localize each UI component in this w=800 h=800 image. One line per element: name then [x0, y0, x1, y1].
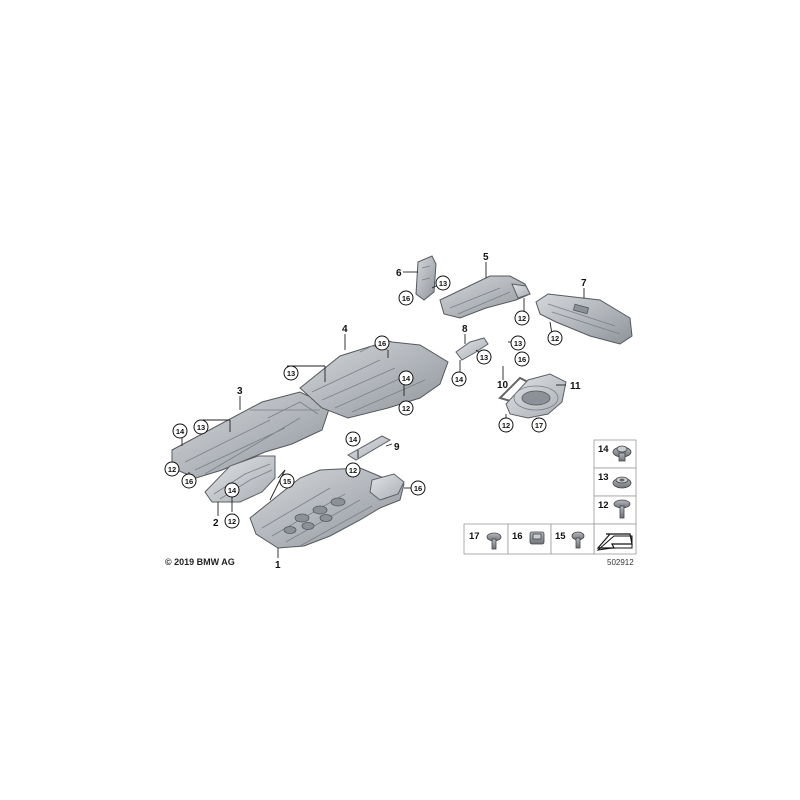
svg-text:16: 16 — [402, 294, 410, 303]
svg-text:17: 17 — [535, 421, 543, 430]
callout-4: 4 — [342, 324, 348, 335]
subcallout-15-part1: 15 — [279, 473, 295, 489]
svg-text:16: 16 — [512, 531, 523, 542]
svg-text:12: 12 — [551, 334, 559, 343]
legend-item-14: 14 — [598, 444, 632, 462]
legend-item-16: 16 — [512, 531, 545, 545]
subcallout-13-part10: 13 — [510, 335, 526, 351]
subcallout-14-part3: 14 — [172, 423, 188, 439]
subcallout-14-part9: 14 — [345, 431, 361, 447]
svg-text:12: 12 — [598, 500, 609, 511]
subcallout-12-part4: 12 — [398, 400, 414, 416]
circled-fastener-callouts: 16 13 14 12 13 14 12 — [164, 275, 563, 529]
svg-text:12: 12 — [228, 517, 236, 526]
callout-6: 6 — [396, 268, 402, 279]
svg-text:14: 14 — [176, 427, 185, 436]
part-8-bracket — [455, 337, 489, 361]
part-5-rear-panel-upper — [439, 275, 531, 319]
svg-text:14: 14 — [228, 486, 237, 495]
part-4-underbody-panel-center — [299, 337, 449, 419]
callout-5: 5 — [483, 252, 489, 263]
callout-3: 3 — [237, 386, 243, 397]
svg-text:13: 13 — [598, 472, 609, 483]
subcallout-16-part6: 16 — [398, 290, 414, 306]
svg-text:12: 12 — [349, 466, 357, 475]
part-11-round-cover — [505, 373, 567, 419]
diagram-number: 502912 — [607, 558, 634, 567]
svg-text:12: 12 — [402, 404, 410, 413]
callout-10: 10 — [497, 380, 509, 391]
svg-text:16: 16 — [378, 339, 386, 348]
subcallout-12-part5: 12 — [514, 310, 530, 326]
legend-item-15: 15 — [555, 531, 585, 549]
subcallout-13-part3: 13 — [193, 419, 209, 435]
svg-text:14: 14 — [402, 374, 411, 383]
subcallout-14-part2: 14 — [224, 482, 240, 498]
subcallout-16-part4: 16 — [374, 335, 390, 351]
svg-text:12: 12 — [502, 421, 510, 430]
svg-text:13: 13 — [439, 279, 447, 288]
callout-11: 11 — [570, 381, 581, 392]
subcallout-13-part8: 13 — [476, 349, 492, 365]
svg-text:17: 17 — [469, 531, 480, 542]
svg-text:16: 16 — [518, 355, 526, 364]
subcallout-14-part8: 14 — [451, 371, 467, 387]
subcallout-12-part9: 12 — [345, 462, 361, 478]
callout-8: 8 — [462, 324, 468, 335]
legend-item-12: 12 — [598, 499, 631, 519]
svg-text:15: 15 — [283, 477, 291, 486]
subcallout-16-part3: 16 — [181, 473, 197, 489]
subcallout-14-part4: 14 — [398, 370, 414, 386]
svg-text:13: 13 — [287, 369, 295, 378]
part-6-vertical-bracket — [415, 255, 437, 301]
subcallout-12-part2: 12 — [224, 513, 240, 529]
svg-text:15: 15 — [555, 531, 566, 542]
legend-item-17: 17 — [469, 531, 502, 550]
subcallout-13-part6: 13 — [435, 275, 451, 291]
copyright-notice: © 2019 BMW AG — [165, 557, 235, 567]
svg-text:12: 12 — [168, 465, 176, 474]
svg-text:13: 13 — [514, 339, 522, 348]
svg-text:14: 14 — [598, 444, 609, 455]
subcallout-17-part11: 17 — [531, 417, 547, 433]
subcallout-16-part10: 16 — [514, 351, 530, 367]
svg-text:12: 12 — [518, 314, 526, 323]
callout-1: 1 — [275, 560, 281, 571]
svg-text:14: 14 — [455, 375, 464, 384]
subcallout-12-part3: 12 — [164, 461, 180, 477]
svg-text:13: 13 — [197, 423, 205, 432]
direction-arrow-icon — [596, 533, 633, 551]
callout-7: 7 — [581, 278, 587, 289]
part-9-bracket — [347, 435, 392, 461]
svg-text:16: 16 — [185, 477, 193, 486]
svg-text:14: 14 — [349, 435, 358, 444]
callout-9: 9 — [394, 442, 400, 453]
subcallout-13-part4: 13 — [283, 365, 299, 381]
svg-text:13: 13 — [480, 353, 488, 362]
callout-2: 2 — [213, 518, 219, 529]
part-number-labels: 1 2 3 4 5 6 7 8 9 10 11 — [213, 252, 587, 571]
svg-text:16: 16 — [414, 484, 422, 493]
legend-item-13: 13 — [598, 472, 632, 489]
part-7-rear-panel-right — [535, 293, 633, 345]
fastener-legend: 14 13 12 17 16 — [463, 439, 637, 555]
subcallout-12-part7: 12 — [547, 330, 563, 346]
subcallout-12-part11: 12 — [498, 417, 514, 433]
subcallout-16-part1: 16 — [410, 480, 426, 496]
